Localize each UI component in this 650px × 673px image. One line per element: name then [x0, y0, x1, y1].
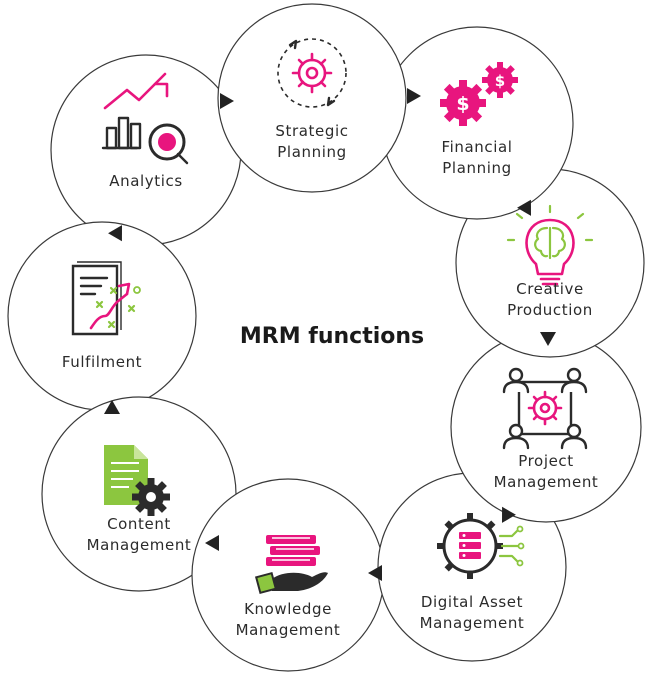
- node-circle-financial-planning: [380, 26, 574, 220]
- brain-bulb-icon: [506, 204, 594, 286]
- node-label-line: Financial: [441, 138, 512, 156]
- analytics-chart-icon: [101, 72, 189, 165]
- node-label-line: Planning: [442, 159, 511, 177]
- svg-text:$: $: [456, 93, 469, 115]
- flow-arrow-icon: [517, 199, 531, 216]
- node-label-analytics: Analytics: [109, 172, 183, 190]
- document-gear-icon: [104, 445, 170, 516]
- svg-text:$: $: [495, 72, 505, 90]
- flow-arrow-icon: [540, 332, 556, 346]
- flow-arrow-icon: [407, 88, 421, 104]
- team-gear-icon: [502, 367, 588, 450]
- node-label-line: Management: [87, 536, 192, 554]
- node-label-line: Planning: [277, 143, 346, 161]
- node-circle-project-management: [450, 331, 642, 523]
- node-label-line: Knowledge: [244, 600, 332, 618]
- node-label-line: Management: [236, 621, 341, 639]
- circle-rings: [7, 3, 645, 672]
- node-label-line: Project: [518, 452, 574, 470]
- gear-cycle-icon: [277, 38, 347, 108]
- node-label-line: Management: [420, 614, 525, 632]
- node-label-line: Strategic: [275, 122, 348, 140]
- node-label-line: Digital Asset: [421, 593, 523, 611]
- node-label-line: Analytics: [109, 172, 183, 190]
- node-label-line: Production: [507, 301, 593, 319]
- node-circle-analytics: [50, 54, 242, 246]
- flow-arrows: [104, 88, 556, 581]
- node-circle-strategic-planning: [217, 3, 407, 193]
- node-label-line: Management: [494, 473, 599, 491]
- strategy-plan-icon: [71, 261, 141, 336]
- node-label-line: Fulfilment: [62, 353, 142, 371]
- flow-arrow-icon: [205, 535, 219, 551]
- node-label-line: Creative: [516, 280, 584, 298]
- node-label-line: Content: [107, 515, 171, 533]
- flow-arrow-icon: [220, 93, 234, 109]
- flow-arrow-icon: [108, 225, 122, 242]
- flow-arrow-icon: [502, 506, 516, 523]
- server-gear-icon: [437, 513, 525, 579]
- node-label-fulfilment: Fulfilment: [62, 353, 142, 371]
- flow-arrow-icon: [368, 565, 382, 581]
- diagram-title: MRM functions: [240, 324, 424, 349]
- books-hand-icon: [254, 535, 328, 595]
- flow-arrow-icon: [104, 400, 120, 414]
- dollar-gears-icon: $ $: [440, 62, 518, 126]
